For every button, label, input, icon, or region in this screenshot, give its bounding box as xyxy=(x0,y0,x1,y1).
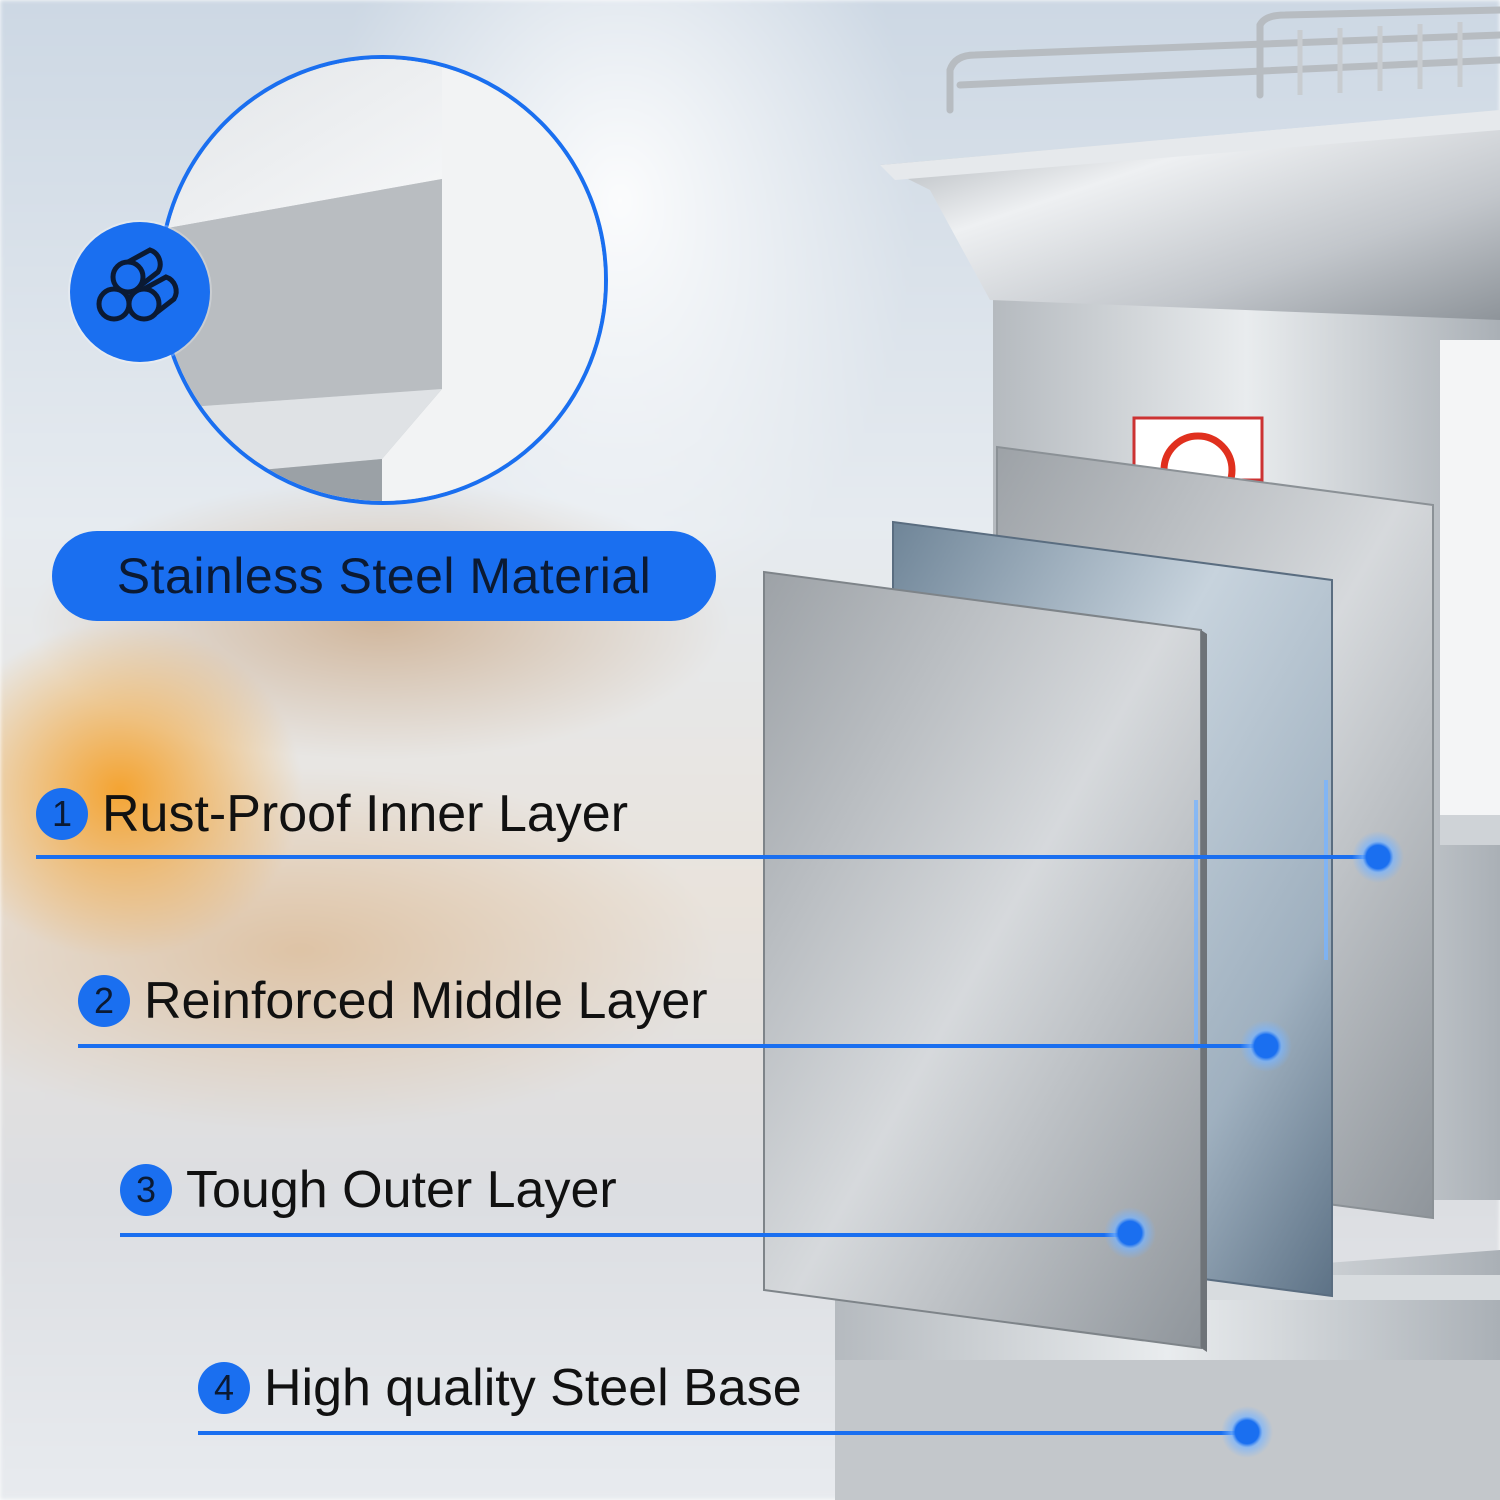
callout-layer-2: 2 Reinforced Middle Layer xyxy=(78,971,708,1031)
number-badge: 1 xyxy=(36,788,88,840)
number-badge: 4 xyxy=(198,1362,250,1414)
callout-dot-2 xyxy=(1240,1020,1292,1072)
number-badge: 3 xyxy=(120,1164,172,1216)
layer-label: High quality Steel Base xyxy=(264,1359,802,1417)
number-badge: 2 xyxy=(78,975,130,1027)
callout-dot-3 xyxy=(1104,1207,1156,1259)
callout-dot-4 xyxy=(1221,1406,1273,1458)
magnified-steel-corner xyxy=(158,55,608,505)
callout-layer-4: 4 High quality Steel Base xyxy=(198,1358,802,1418)
callout-layer-1: 1 Rust-Proof Inner Layer xyxy=(36,784,628,844)
steel-pipes-icon xyxy=(70,222,210,362)
callout-dot-1 xyxy=(1352,831,1404,883)
material-heading-badge: Stainless Steel Material xyxy=(52,531,716,621)
callout-layer-3: 3 Tough Outer Layer xyxy=(120,1160,617,1220)
layer-label: Rust-Proof Inner Layer xyxy=(102,785,629,843)
material-heading: Stainless Steel Material xyxy=(116,548,652,604)
layer-label: Reinforced Middle Layer xyxy=(144,972,708,1030)
layer-label: Tough Outer Layer xyxy=(186,1161,617,1219)
